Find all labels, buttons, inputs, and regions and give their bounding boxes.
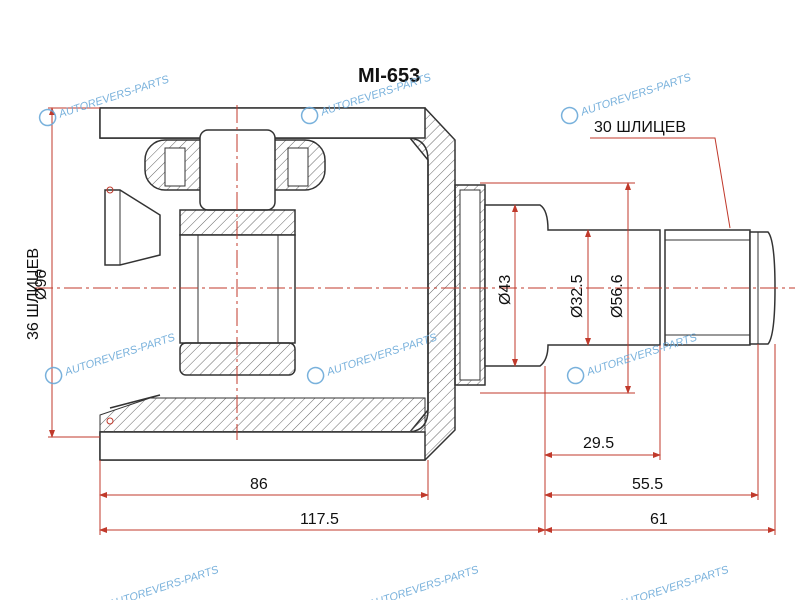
ar-logo-icon	[566, 366, 585, 385]
label-d56-6: Ø56.6	[609, 274, 626, 318]
ar-logo-icon	[44, 366, 63, 385]
label-shaft-splines: 30 ШЛИЦЕВ	[594, 119, 686, 136]
dimension-lines	[48, 107, 776, 535]
label-d43: Ø43	[497, 275, 514, 305]
dim-55-5: 55.5	[632, 476, 663, 493]
end-cap	[104, 186, 161, 425]
watermark-text: AUTOREVERS-PARTS	[616, 564, 731, 600]
ar-logo-icon	[300, 106, 319, 125]
stub-shaft	[454, 184, 776, 386]
watermark-text: AUTOREVERS-PARTS	[325, 331, 440, 378]
dim-61: 61	[650, 511, 668, 528]
dim-86: 86	[250, 476, 268, 493]
dim-29-5: 29.5	[583, 435, 614, 452]
watermark-text: AUTOREVERS-PARTS	[366, 564, 481, 600]
watermark-text: AUTOREVERS-PARTS	[579, 71, 694, 118]
ar-logo-icon	[306, 366, 325, 385]
label-outer-diameter: Ø96	[33, 270, 50, 300]
label-d32-5: Ø32.5	[569, 274, 586, 318]
watermark-text: AUTOREVERS-PARTS	[106, 564, 221, 600]
drawing-title: MI-653	[358, 65, 420, 87]
ar-logo-icon	[38, 108, 57, 127]
label-outer-splines: 36 ШЛИЦЕВ	[25, 248, 42, 340]
ar-logo-icon	[560, 106, 579, 125]
watermark-text: AUTOREVERS-PARTS	[63, 331, 178, 378]
dim-117-5: 117.5	[300, 511, 339, 528]
center-lines	[35, 105, 795, 440]
